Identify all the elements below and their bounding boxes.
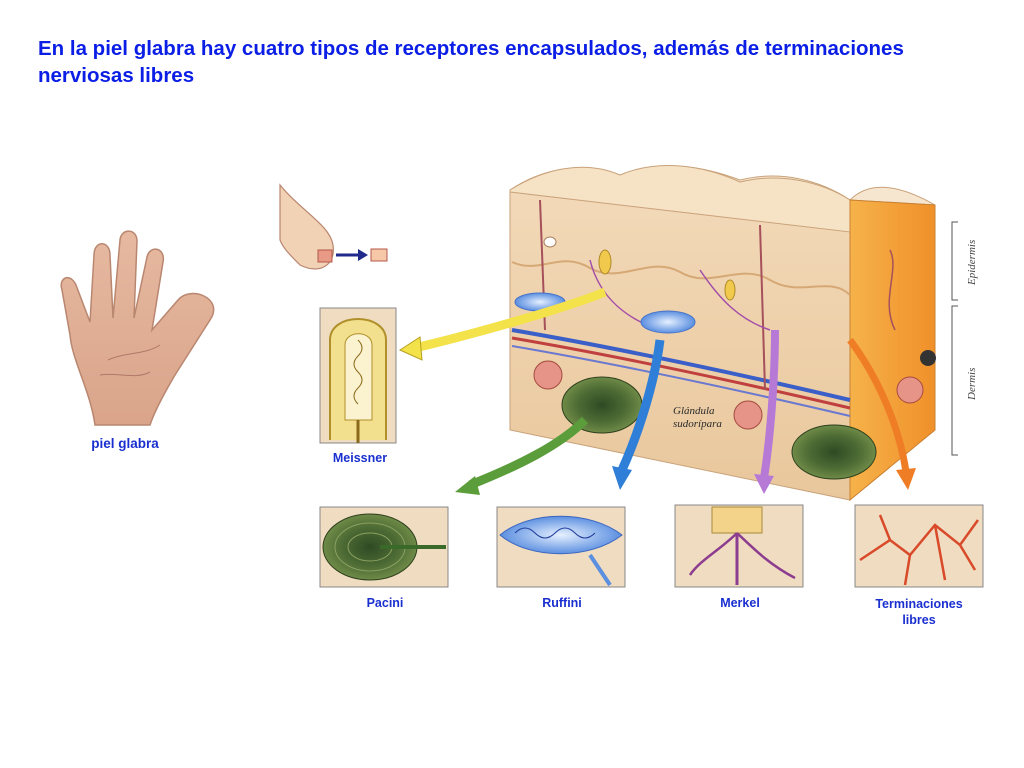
meissner-panel xyxy=(319,307,397,444)
pacini-caption: Pacini xyxy=(366,596,404,610)
hand-image xyxy=(60,230,215,426)
ruffini-caption: Ruffini xyxy=(542,596,582,610)
arrow-to-merkel xyxy=(754,329,779,494)
merkel-panel xyxy=(674,504,804,588)
hand-caption: piel glabra xyxy=(91,436,159,451)
dermis-label: Dermis xyxy=(966,368,978,401)
gland-label: Glándula xyxy=(673,405,715,417)
arrow-to-meissner xyxy=(398,287,607,361)
libres-caption-line2: libres xyxy=(902,613,936,627)
epidermis-label: Epidermis xyxy=(966,240,978,286)
pacini-panel xyxy=(319,506,449,588)
merkel-caption: Merkel xyxy=(720,596,760,610)
libres-panel xyxy=(854,504,984,588)
gland-label-2: sudorípara xyxy=(673,418,722,430)
meissner-caption: Meissner xyxy=(332,451,388,465)
finger-touch-image xyxy=(279,183,388,270)
skin-block-diagram: Glándula sudorípara Epidermis Dermis xyxy=(509,165,978,502)
arrow-to-pacini xyxy=(455,416,589,495)
arrow-to-ruffini xyxy=(612,339,665,490)
arrow-to-libres xyxy=(847,337,916,490)
libres-caption-line1: Terminaciones xyxy=(875,597,963,611)
slide-title: En la piel glabra hay cuatro tipos de re… xyxy=(38,37,904,87)
libres-caption: Terminaciones libres xyxy=(858,596,980,628)
ruffini-panel xyxy=(496,506,626,588)
